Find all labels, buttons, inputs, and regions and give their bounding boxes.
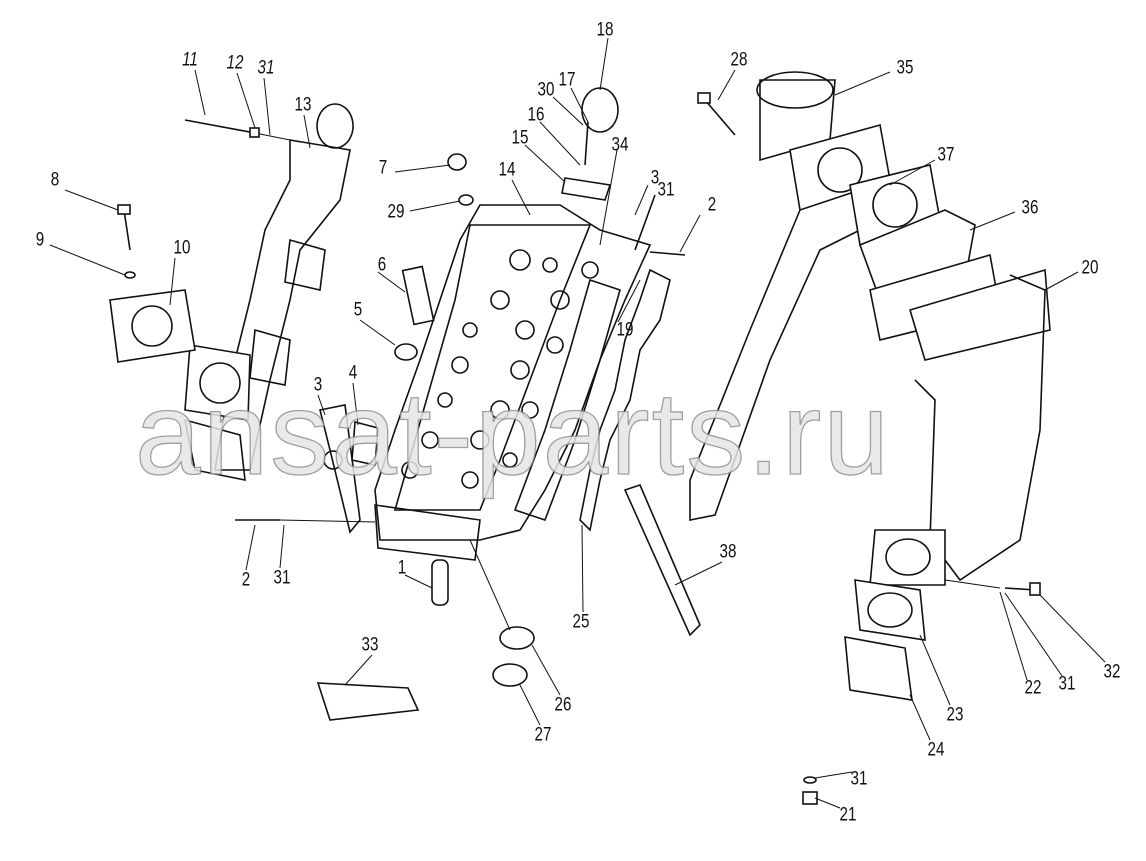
part-number-label: 14 [498, 159, 516, 181]
part-number-label: 22 [1024, 677, 1042, 699]
part-number-label: 2 [241, 569, 251, 591]
gasket-10 [109, 289, 196, 363]
part-number-label: 18 [596, 19, 614, 41]
part-number-label: 31 [850, 768, 868, 790]
stud-11 [117, 119, 301, 279]
part-number-label: 26 [554, 694, 572, 716]
part-number-label: 1 [397, 557, 407, 579]
part-number-label: 29 [387, 201, 405, 223]
part-number-label: 33 [361, 634, 379, 656]
part-number-label: 31 [273, 567, 291, 589]
cover-33 [316, 682, 420, 721]
part-number-label: 17 [558, 69, 576, 91]
part-number-label: 10 [173, 237, 191, 259]
part-number-label: 30 [537, 79, 555, 101]
part-number-label: 9 [35, 229, 45, 251]
part-number-label: 19 [616, 319, 634, 341]
cylinder-head [374, 204, 652, 561]
part-number-label: 37 [937, 144, 955, 166]
part-number-label: 3 [650, 167, 660, 189]
part-number-label: 32 [1103, 661, 1121, 683]
part-number-label: 23 [946, 704, 964, 726]
exhaust-gasket-25 [579, 268, 671, 532]
leader-lines [49, 37, 1106, 809]
part-number-label: 21 [839, 804, 857, 826]
part-number-label: 24 [927, 739, 945, 761]
part-number-label: 25 [572, 611, 590, 633]
part-number-label: 11 [182, 49, 198, 71]
part-number-label: 31 [657, 179, 675, 201]
part-number-label: 13 [294, 94, 312, 116]
part-number-label: 27 [534, 724, 552, 746]
part-number-label: 31 [1058, 673, 1076, 695]
part-number-label: 6 [377, 254, 387, 276]
part-number-label: 34 [611, 134, 629, 156]
part-number-label: 4 [348, 362, 358, 384]
part-number-label: 31 [257, 57, 275, 79]
part-number-label: 7 [378, 157, 388, 179]
part-number-label: 8 [50, 169, 60, 191]
part-number-label: 35 [896, 57, 914, 79]
intake-manifold [183, 103, 354, 481]
part-number-label: 28 [730, 49, 748, 71]
part-number-label: 38 [719, 541, 737, 563]
part-number-label: 3 [313, 374, 323, 396]
part-number-label: 2 [707, 194, 717, 216]
part-number-label: 5 [353, 299, 363, 321]
pipe-38 [623, 484, 701, 637]
watermark: ansat-parts.ru [134, 368, 891, 500]
part-number-label: 36 [1021, 197, 1039, 219]
part-number-label: 15 [511, 127, 529, 149]
drain-plug-21 [802, 776, 818, 805]
part-number-label: 16 [527, 104, 545, 126]
part-number-label: 12 [226, 52, 244, 74]
part-number-label: 20 [1081, 257, 1099, 279]
exhaust-manifold [689, 71, 1051, 701]
